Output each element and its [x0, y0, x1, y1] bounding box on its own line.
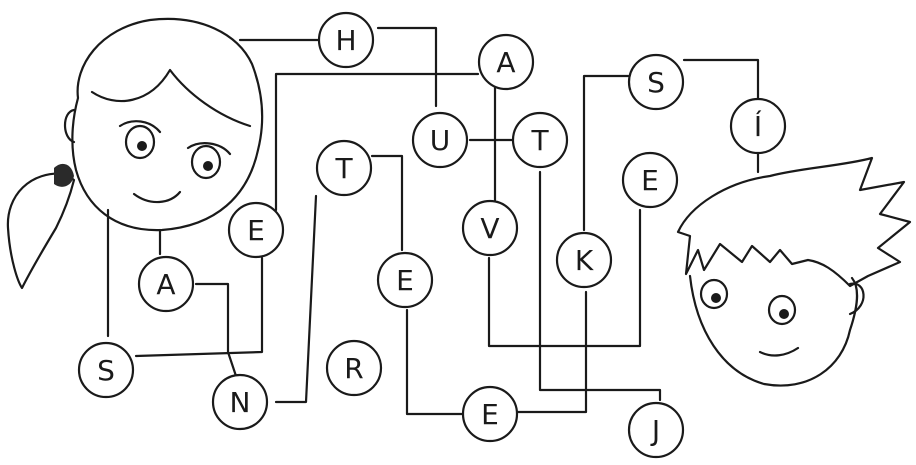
- girl-pigtail: [6, 172, 76, 290]
- boy-head-outline: [688, 274, 859, 387]
- boy-left-eye: [699, 278, 729, 310]
- line-t-to-j: [538, 170, 662, 402]
- boy-face-icon: [676, 156, 912, 387]
- letter-bubble-e1: E: [621, 151, 679, 209]
- boy-right-pupil: [779, 309, 789, 319]
- boy-left-pupil: [711, 293, 721, 303]
- bubble-circle: [511, 111, 569, 169]
- letter-bubble-j1: J: [627, 401, 685, 459]
- line-k-to-s: [582, 74, 630, 232]
- boy-right-eye: [767, 294, 797, 326]
- bubble-letter: V: [480, 212, 499, 245]
- bubble-letter: J: [650, 414, 660, 447]
- bubble-letter: N: [230, 386, 251, 419]
- letter-bubble-h1: H: [317, 11, 375, 69]
- bubble-circle: [461, 199, 519, 257]
- letter-bubble-t1: T: [511, 111, 569, 169]
- bubble-circle: [461, 385, 519, 443]
- line-h-to-u: [376, 26, 438, 108]
- bubble-circle: [317, 11, 375, 69]
- bubble-letter: A: [496, 46, 515, 79]
- boy-smile: [758, 346, 800, 357]
- girl-head-outline: [71, 17, 264, 232]
- bubble-letter: A: [156, 268, 175, 301]
- bubble-letter: E: [481, 398, 499, 431]
- line-e-to-e: [405, 308, 464, 416]
- girl-lashes: [118, 120, 232, 156]
- girl-ear: [63, 108, 76, 144]
- line-a-to-n: [194, 282, 238, 378]
- girl-smile: [132, 190, 182, 204]
- bubble-letter: S: [97, 354, 115, 387]
- line-n-to-t: [274, 194, 318, 404]
- line-e-to-s: [134, 256, 264, 358]
- line-e-to-k: [516, 290, 588, 414]
- letter-bubble-s2: S: [77, 341, 135, 399]
- bubble-circle: [555, 231, 613, 289]
- letter-bubble-e3: E: [376, 251, 434, 309]
- letter-bubble-s1: S: [627, 53, 685, 111]
- letter-bubbles: H A S Í U T T E E V K A E S R N E J: [77, 11, 787, 459]
- bubble-circle: [621, 151, 679, 209]
- bubble-circle: [227, 201, 285, 259]
- bubble-letter: H: [335, 24, 356, 57]
- bubble-circle: [411, 111, 469, 169]
- letter-bubble-u1: U: [411, 111, 469, 169]
- line-e-to-a: [274, 72, 480, 212]
- girl-face-icon: [6, 17, 264, 290]
- bubble-circle: [315, 139, 373, 197]
- line-s-to-i: [682, 58, 760, 102]
- letter-bubble-a2: A: [137, 255, 195, 313]
- bubble-circle: [211, 373, 269, 431]
- bubble-circle: [376, 251, 434, 309]
- bubble-circle: [77, 341, 135, 399]
- girl-right-pupil: [203, 161, 213, 171]
- letter-bubble-v1: V: [461, 199, 519, 257]
- letter-bubble-n1: N: [211, 373, 269, 431]
- bubble-letter: E: [247, 214, 265, 247]
- connecting-lines: [106, 26, 760, 416]
- letter-bubble-r1: R: [325, 339, 383, 397]
- bubble-circle: [627, 401, 685, 459]
- girl-left-pupil: [137, 141, 147, 151]
- bubble-circle: [137, 255, 195, 313]
- bubble-circle: [325, 339, 383, 397]
- bubble-circle: [627, 53, 685, 111]
- line-t-to-e: [370, 154, 404, 252]
- letter-bubble-e4: E: [461, 385, 519, 443]
- letter-bubble-t2: T: [315, 139, 373, 197]
- letter-bubble-e2: E: [227, 201, 285, 259]
- line-v-to-e: [487, 208, 642, 348]
- bubble-letter: Í: [754, 109, 762, 143]
- letter-bubble-a1: A: [477, 33, 535, 91]
- bubble-letter: E: [641, 164, 659, 197]
- bubble-letter: T: [530, 124, 549, 157]
- bubble-letter: R: [344, 352, 363, 385]
- bubble-circle: [477, 33, 535, 91]
- bubble-letter: U: [430, 124, 451, 157]
- letter-bubble-k1: K: [555, 231, 613, 289]
- bubble-letter: K: [575, 244, 594, 277]
- bubble-letter: E: [396, 264, 414, 297]
- boy-spiky-hair: [676, 156, 912, 288]
- letter-bubble-i1: Í: [729, 97, 787, 155]
- girl-right-eye: [190, 144, 222, 180]
- girl-left-eye: [124, 124, 156, 160]
- girl-bangs: [90, 68, 252, 128]
- boy-ear: [848, 282, 865, 316]
- bubble-letter: S: [647, 66, 665, 99]
- bubble-letter: T: [334, 152, 353, 185]
- bubble-circle: [729, 97, 787, 155]
- girl-hair-tie: [54, 163, 74, 187]
